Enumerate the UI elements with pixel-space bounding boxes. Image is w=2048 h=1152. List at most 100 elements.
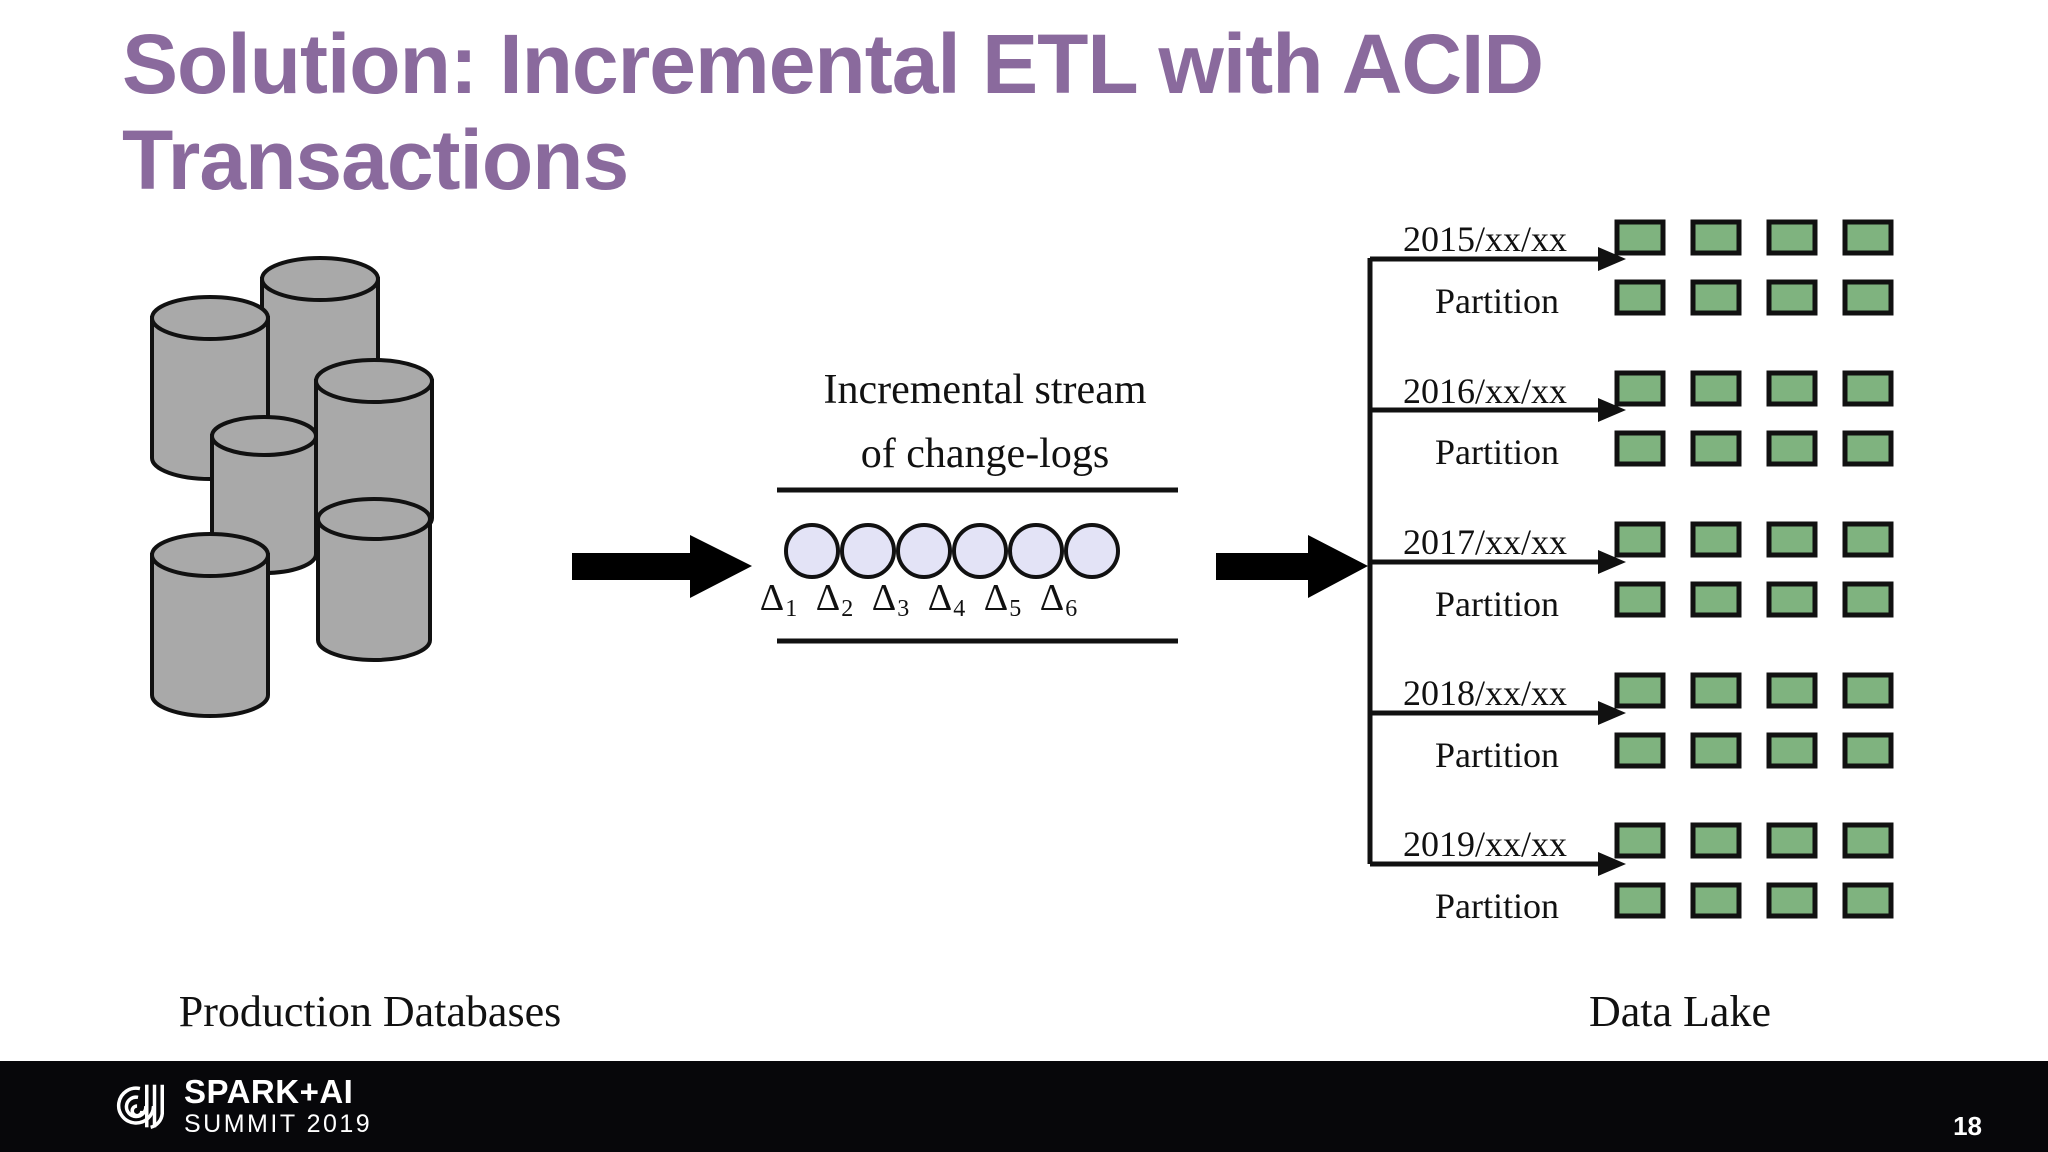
partition-box — [1690, 370, 1742, 407]
partition-label-2016: Partition — [1435, 432, 1559, 472]
spark-swirl-icon — [116, 1084, 164, 1130]
partition-arrow-icon — [1370, 247, 1626, 271]
changelog-circle — [1008, 523, 1064, 579]
partition-box-row — [1614, 279, 1894, 316]
partition-box — [1690, 732, 1742, 769]
year-label-2017: 2017/xx/xx — [1402, 522, 1567, 562]
database-cylinder — [316, 497, 432, 662]
partition-arrow-icon — [1370, 398, 1626, 422]
partition-box — [1766, 279, 1818, 316]
partition-box — [1614, 882, 1666, 919]
logo-text: SPARK+AI SUMMIT 2019 — [184, 1075, 372, 1137]
partition-box — [1766, 822, 1818, 859]
partition-box — [1614, 521, 1666, 558]
partition-box-row — [1614, 672, 1894, 709]
changelog-circle — [784, 523, 840, 579]
partition-tree-group — [1367, 247, 1626, 876]
partition-box — [1842, 882, 1894, 919]
partition-box — [1842, 521, 1894, 558]
partition-box-row — [1614, 732, 1894, 769]
partition-box — [1842, 732, 1894, 769]
flow-arrow-icon — [572, 535, 752, 598]
logo-line-1: SPARK+AI — [184, 1073, 354, 1110]
partition-box-row — [1614, 370, 1894, 407]
partition-box — [1690, 279, 1742, 316]
partition-box-row — [1614, 882, 1894, 919]
partition-box — [1766, 672, 1818, 709]
partition-box — [1766, 430, 1818, 467]
partition-box — [1842, 430, 1894, 467]
year-label-2019: 2019/xx/xx — [1402, 824, 1567, 864]
database-cylinder — [314, 358, 434, 541]
stream-label-line2: of change-logs — [860, 431, 1110, 477]
partition-label-2019: Partition — [1435, 886, 1559, 926]
delta-label: Δ3 — [871, 577, 910, 622]
database-cylinder — [150, 532, 270, 718]
partition-box — [1766, 581, 1818, 618]
delta-label: Δ2 — [815, 577, 854, 622]
partition-box-row — [1614, 822, 1894, 859]
partition-box — [1690, 521, 1742, 558]
partition-box — [1614, 672, 1666, 709]
partition-box — [1614, 430, 1666, 467]
partition-box — [1766, 521, 1818, 558]
caption-data-lake: Data Lake — [1589, 987, 1771, 1036]
delta-label: Δ4 — [927, 577, 966, 622]
page-number: 18 — [1953, 1111, 1982, 1141]
delta-label: Δ6 — [1039, 577, 1078, 622]
partition-box — [1842, 581, 1894, 618]
changelog-circle — [840, 523, 896, 579]
delta-label: Δ1 — [759, 577, 798, 622]
diagram-canvas: Incremental stream of change-logs Δ1 Δ2 … — [150, 219, 1894, 1036]
delta-label: Δ5 — [983, 577, 1022, 622]
partition-box — [1842, 672, 1894, 709]
changelog-circle — [1064, 523, 1120, 579]
partition-label-2017: Partition — [1435, 584, 1559, 624]
year-label-2018: 2018/xx/xx — [1402, 673, 1567, 713]
partition-box — [1842, 279, 1894, 316]
partition-box — [1766, 882, 1818, 919]
partition-box-row — [1614, 219, 1894, 256]
partition-box — [1842, 370, 1894, 407]
partition-arrow-icon — [1370, 701, 1626, 725]
changelog-circle — [952, 523, 1008, 579]
year-label-2016: 2016/xx/xx — [1402, 371, 1567, 411]
partition-box-row — [1614, 521, 1894, 558]
partition-box — [1690, 822, 1742, 859]
stream-label-line1: Incremental stream — [823, 367, 1147, 413]
partition-box — [1690, 581, 1742, 618]
partition-box — [1614, 822, 1666, 859]
stream-label: Incremental stream of change-logs — [760, 358, 1210, 486]
partition-box — [1842, 219, 1894, 256]
partition-box — [1766, 219, 1818, 256]
flow-arrow-icon — [1216, 535, 1368, 598]
caption-production-databases: Production Databases — [178, 987, 562, 1036]
partition-box — [1614, 279, 1666, 316]
partition-box — [1614, 581, 1666, 618]
partition-label-2015: Partition — [1435, 281, 1559, 321]
partition-box — [1690, 219, 1742, 256]
partition-arrow-icon — [1370, 852, 1626, 876]
partition-box — [1842, 822, 1894, 859]
partition-arrow-icon — [1370, 550, 1626, 574]
partition-box — [1690, 882, 1742, 919]
footer-bar: SPARK+AI SUMMIT 2019 18 — [0, 1061, 2048, 1152]
partition-box — [1614, 370, 1666, 407]
partition-box — [1766, 732, 1818, 769]
page-title: Solution: Incremental ETL with ACID Tran… — [122, 17, 1544, 207]
partition-box — [1766, 370, 1818, 407]
delta-labels: Δ1 Δ2 Δ3 Δ4 Δ5 Δ6 — [760, 575, 1190, 631]
partition-box — [1690, 672, 1742, 709]
changelog-stream-group — [777, 487, 1178, 644]
partition-box — [1614, 732, 1666, 769]
logo-line-2: SUMMIT 2019 — [184, 1110, 373, 1138]
changelog-circle — [896, 523, 952, 579]
spark-ai-summit-logo: SPARK+AI SUMMIT 2019 — [108, 1075, 372, 1137]
production-databases-group — [150, 256, 434, 718]
partition-box-row — [1614, 430, 1894, 467]
partition-label-2018: Partition — [1435, 735, 1559, 775]
year-label-2015: 2015/xx/xx — [1402, 219, 1567, 259]
partition-box-row — [1614, 581, 1894, 618]
partition-boxes-group — [1614, 219, 1894, 919]
